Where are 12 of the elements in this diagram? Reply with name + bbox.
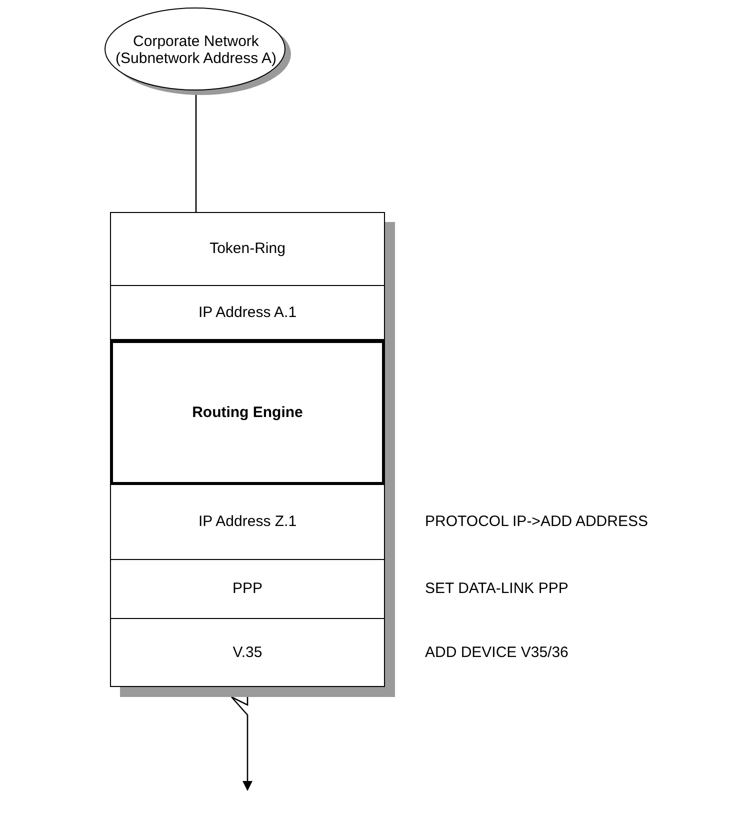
layer-label: Routing Engine [192, 404, 303, 422]
engine-layer [110, 340, 385, 485]
command-text: SET DATA-LINK PPP [425, 580, 568, 598]
layer-label: V.35 [232, 644, 262, 662]
layer-row [111, 560, 384, 620]
layer-label: Token-Ring [210, 240, 286, 258]
network-label: Corporate Network (Subnetwork Address A) [114, 33, 278, 67]
layer-label: IP Address A.1 [198, 304, 297, 322]
command-text: ADD DEVICE V35/36 [425, 644, 568, 661]
command-text: PROTOCOL IP->ADD ADDRESS [425, 513, 648, 530]
layer-label: PPP [232, 580, 262, 598]
layer-label: IP Address Z.1 [198, 513, 297, 530]
